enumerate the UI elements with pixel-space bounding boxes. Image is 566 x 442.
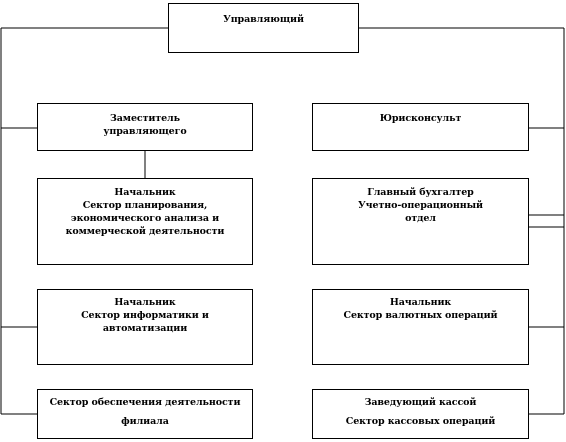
planning-line-3: экономического анализа и: [70, 213, 220, 224]
deputy-line-1: Заместитель: [110, 113, 180, 124]
planning-line-2: Сектор планирования,: [82, 200, 208, 211]
planning-line-1: Начальник: [114, 187, 176, 198]
currency-line-1: Начальник: [389, 297, 452, 308]
it-sector-line-2: Сектор информатики и: [81, 310, 209, 321]
accountant-line-2: Учетно-операционный: [358, 200, 483, 211]
accountant-line-3: отдел: [405, 213, 436, 224]
lawyer-title: Юрисконсульт: [379, 113, 462, 124]
cash-line-2: Сектор кассовых операций: [345, 416, 496, 427]
cash-line-1: Заведующий кассой: [364, 397, 477, 408]
branch-support-line-1: Сектор обеспечения деятельности: [49, 397, 241, 408]
director-title: Управляющий: [223, 14, 304, 25]
branch-support-box: Сектор обеспечения деятельности филиала: [37, 389, 253, 439]
branch-support-line-2: филиала: [121, 416, 169, 427]
lawyer-box: Юрисконсульт: [312, 103, 529, 151]
cash-box: Заведующий кассой Сектор кассовых операц…: [312, 389, 529, 439]
director-box: Управляющий: [168, 3, 359, 53]
currency-box: Начальник Сектор валютных операций: [312, 289, 529, 365]
accountant-line-1: Главный бухгалтер: [367, 187, 474, 198]
deputy-box: Заместитель управляющего: [37, 103, 253, 151]
planning-line-4: коммерческой деятельности: [65, 226, 225, 237]
it-sector-line-3: автоматизации: [102, 323, 188, 334]
currency-line-2: Сектор валютных операций: [343, 310, 498, 321]
it-sector-box: Начальник Сектор информатики и автоматиз…: [37, 289, 253, 365]
deputy-line-2: управляющего: [103, 126, 187, 137]
it-sector-line-1: Начальник: [114, 297, 176, 308]
planning-box: Начальник Сектор планирования, экономиче…: [37, 178, 253, 265]
accountant-box: Главный бухгалтер Учетно-операционный от…: [312, 178, 529, 265]
